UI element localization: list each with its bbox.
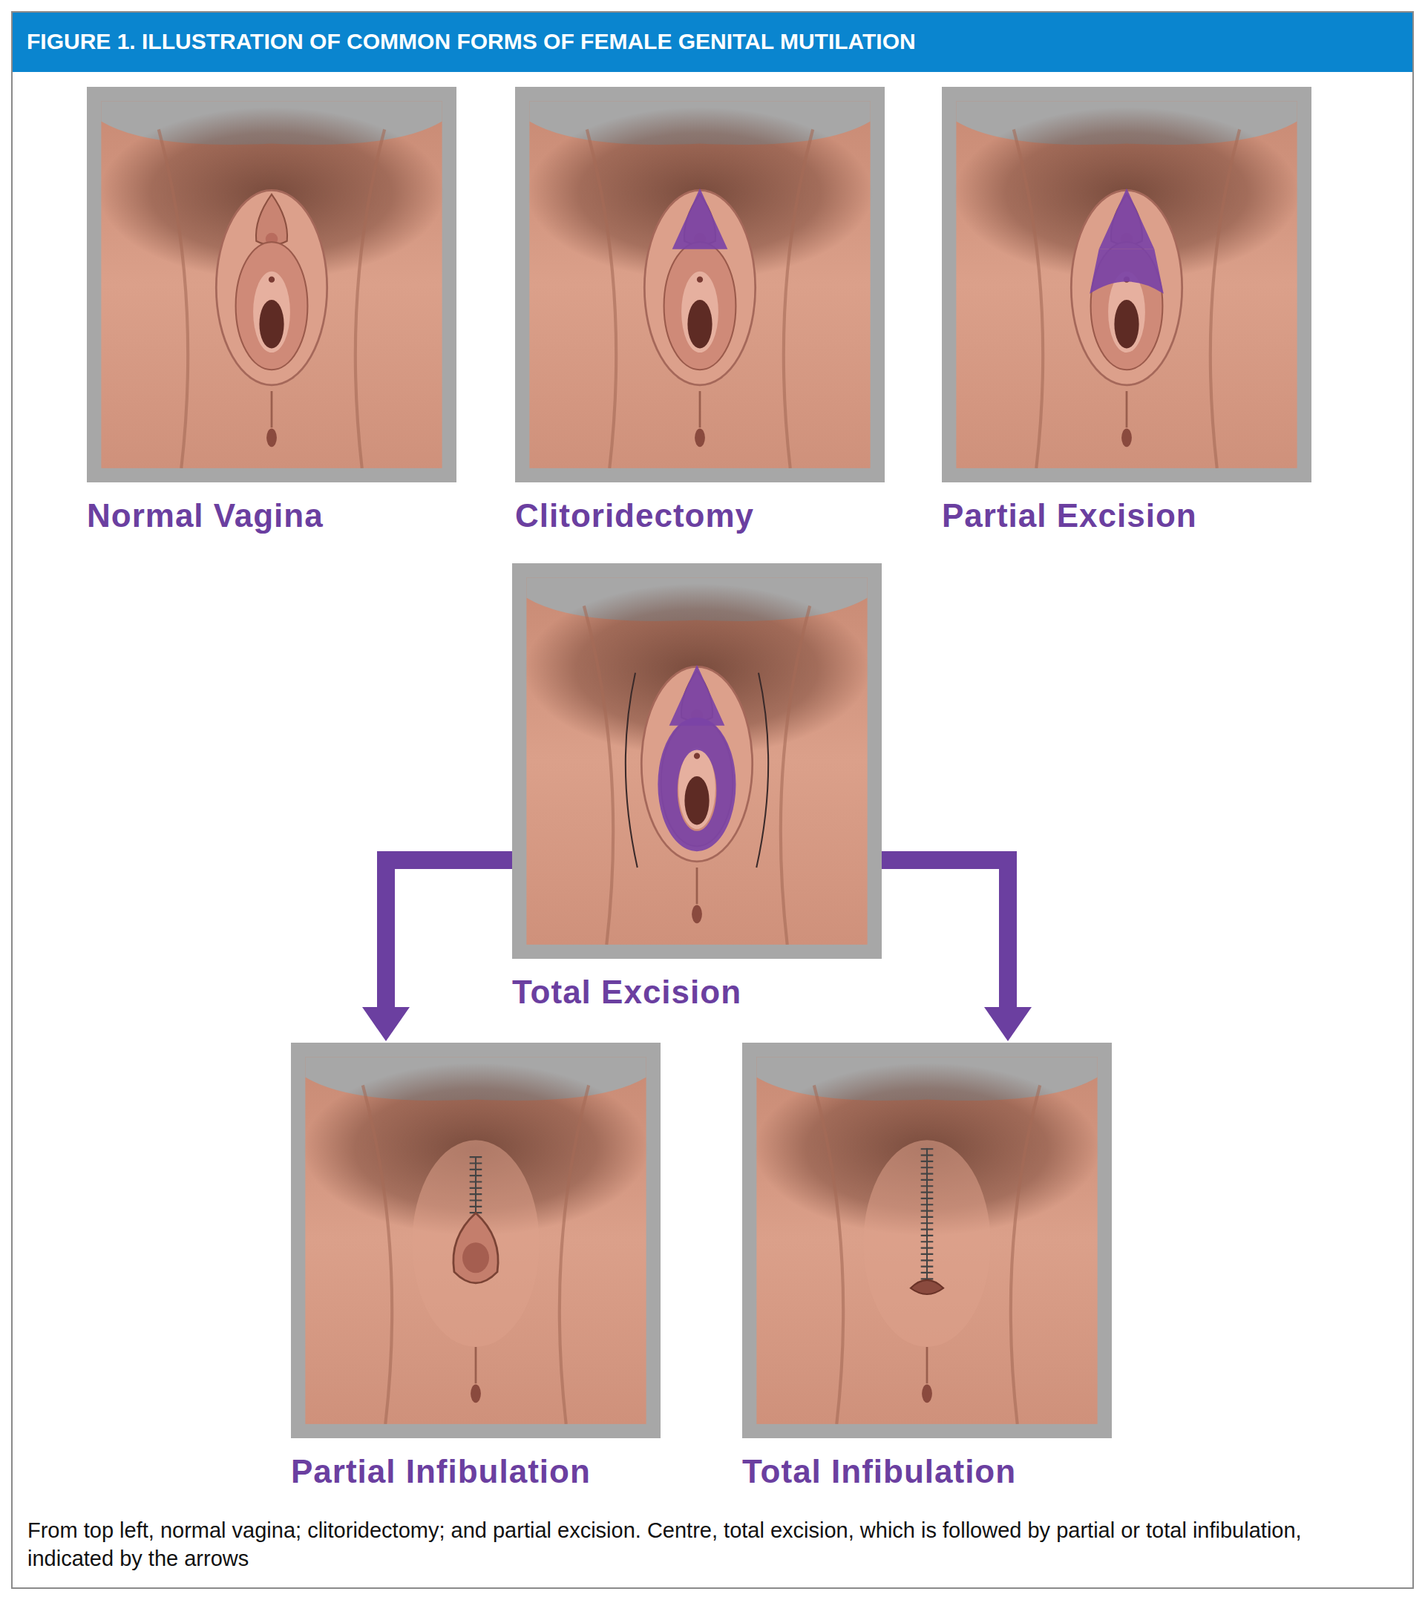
panel-total-excision bbox=[512, 563, 882, 959]
panel-label: Total Infibulation bbox=[742, 1453, 1017, 1492]
arrow-shaft bbox=[881, 860, 1008, 1009]
figure-caption: From top left, normal vagina; clitoridec… bbox=[27, 1517, 1394, 1573]
arrow-head bbox=[984, 1007, 1032, 1042]
figure-title: FIGURE 1. ILLUSTRATION OF COMMON FORMS O… bbox=[26, 22, 916, 61]
panel-partial-excision bbox=[941, 86, 1312, 483]
panel-total-infibulation bbox=[742, 1042, 1112, 1439]
arrow-shaft bbox=[385, 860, 513, 1009]
frame bbox=[11, 11, 1414, 1589]
panel-node: Total Excision bbox=[512, 563, 882, 1015]
flow-arrow bbox=[362, 860, 513, 1042]
panel-partial-infibulation bbox=[290, 1042, 661, 1439]
panel-label: Clitoridectomy bbox=[515, 497, 755, 536]
panel-node: Partial Excision bbox=[941, 86, 1312, 539]
panel-clitoridectomy bbox=[515, 86, 885, 483]
panel-normal bbox=[86, 86, 457, 483]
flow-arrow bbox=[881, 860, 1032, 1042]
panel-label: Partial Infibulation bbox=[290, 1453, 591, 1492]
panel-node: Clitoridectomy bbox=[515, 86, 885, 539]
panel-node: Total Infibulation bbox=[742, 1042, 1112, 1495]
panel-label: Partial Excision bbox=[941, 497, 1198, 536]
panel-node: Partial Infibulation bbox=[290, 1042, 661, 1495]
panel-label: Normal Vagina bbox=[86, 497, 324, 536]
panel-label: Total Excision bbox=[512, 973, 742, 1012]
panel-node: Normal Vagina bbox=[86, 86, 457, 539]
arrow-head bbox=[362, 1007, 410, 1042]
title-bar bbox=[12, 12, 1413, 72]
